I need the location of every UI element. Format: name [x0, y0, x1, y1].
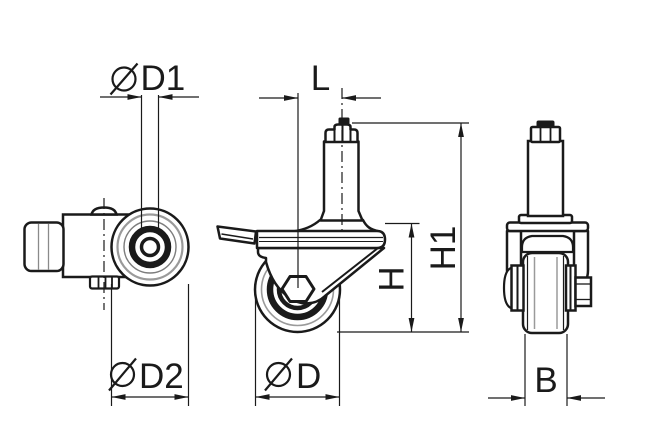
- stem-cap: [536, 120, 555, 128]
- expander-cap: [338, 117, 350, 126]
- axle-cap-left: [502, 266, 514, 310]
- dim-label-b: B: [534, 361, 557, 400]
- brake-pedal-top: [23, 221, 65, 273]
- wheel-tread-ring: [116, 213, 184, 281]
- dim-h1: H1: [337, 122, 469, 333]
- diameter-symbol-icon: [109, 62, 139, 96]
- dim-label-h1: H1: [424, 226, 463, 271]
- dim-label-d1: D1: [141, 59, 186, 98]
- axle-hex-nut: [280, 275, 316, 303]
- dim-d1: D1: [100, 59, 199, 235]
- dim-d: D: [254, 296, 341, 406]
- hub-bore-ring: [139, 236, 161, 258]
- dim-h: H: [373, 222, 420, 332]
- stem-hex: [529, 125, 562, 144]
- diameter-symbol-icon: [108, 357, 137, 392]
- dim-label-l: L: [311, 59, 330, 98]
- dim-label-d2: D2: [139, 357, 184, 396]
- dim-label-d: D: [296, 357, 321, 396]
- top-view: [23, 198, 190, 310]
- hub-ring: [128, 225, 172, 269]
- dim-d2: D2: [108, 284, 190, 406]
- wheel-front: [521, 251, 570, 335]
- brake-pedal-side: [216, 225, 258, 245]
- swivel-housing-plate: [255, 229, 387, 250]
- swivel-dome: [520, 234, 575, 254]
- side-view: [216, 88, 387, 334]
- dim-l: L: [259, 59, 381, 288]
- wheel-inner-ring: [123, 220, 177, 274]
- stem-front: [526, 139, 565, 218]
- dim-b: B: [488, 334, 605, 406]
- fork-inner-edge: [321, 247, 379, 293]
- diameter-symbol-icon: [264, 357, 293, 392]
- brake-pedal-ridge: [221, 233, 254, 240]
- wheel-outline-top: [110, 207, 190, 287]
- axle-nut-right: [574, 276, 593, 308]
- dim-label-h: H: [373, 266, 412, 291]
- front-view: [502, 120, 593, 335]
- dimension-annotations: D1 D2 L H: [100, 59, 605, 406]
